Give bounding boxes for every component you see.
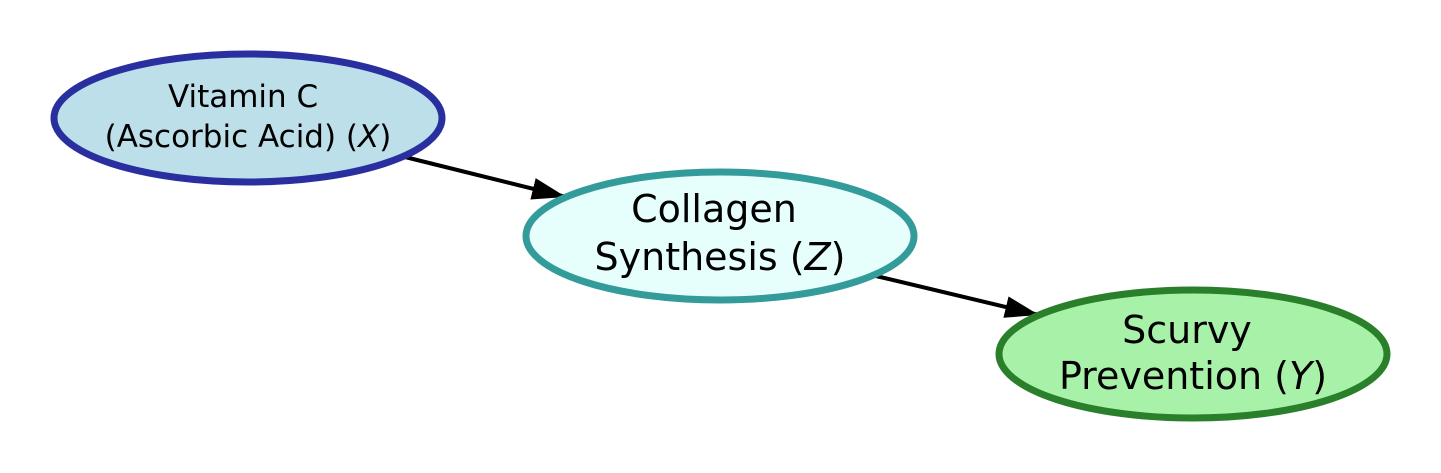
node-scurvy-prevention: Scurvy Prevention (Y) (995, 286, 1391, 422)
edge-x-to-z (404, 155, 567, 200)
arrow-z-to-y (875, 274, 1040, 318)
node-scurvy-prevention-line2: Prevention (Y) (1059, 354, 1327, 398)
node-collagen-synthesis-label: Collagen Synthesis (Z) (595, 187, 846, 279)
arrow-x-to-z (404, 155, 567, 200)
edge-z-to-y (875, 274, 1040, 318)
node-scurvy-prevention-line1: Scurvy (1122, 308, 1252, 352)
node-vitamin-c-line2: (Ascorbic Acid) (X) (105, 119, 392, 155)
variable-x: X (356, 119, 380, 155)
node-vitamin-c-line1: Vitamin C (168, 79, 318, 115)
node-vitamin-c: Vitamin C (Ascorbic Acid) (X) (50, 50, 446, 186)
node-scurvy-prevention-label: Scurvy Prevention (Y) (1059, 308, 1327, 398)
node-collagen-synthesis-shape (522, 168, 918, 304)
variable-y: Y (1289, 354, 1315, 398)
node-collagen-synthesis-line2: Synthesis (Z) (595, 235, 846, 279)
node-scurvy-prevention-shape (995, 286, 1391, 422)
variable-z: Z (804, 235, 832, 279)
node-vitamin-c-shape (50, 50, 446, 186)
node-vitamin-c-label: Vitamin C (Ascorbic Acid) (X) (105, 79, 392, 155)
node-collagen-synthesis: Collagen Synthesis (Z) (522, 168, 918, 304)
node-collagen-synthesis-line1: Collagen (631, 187, 797, 231)
